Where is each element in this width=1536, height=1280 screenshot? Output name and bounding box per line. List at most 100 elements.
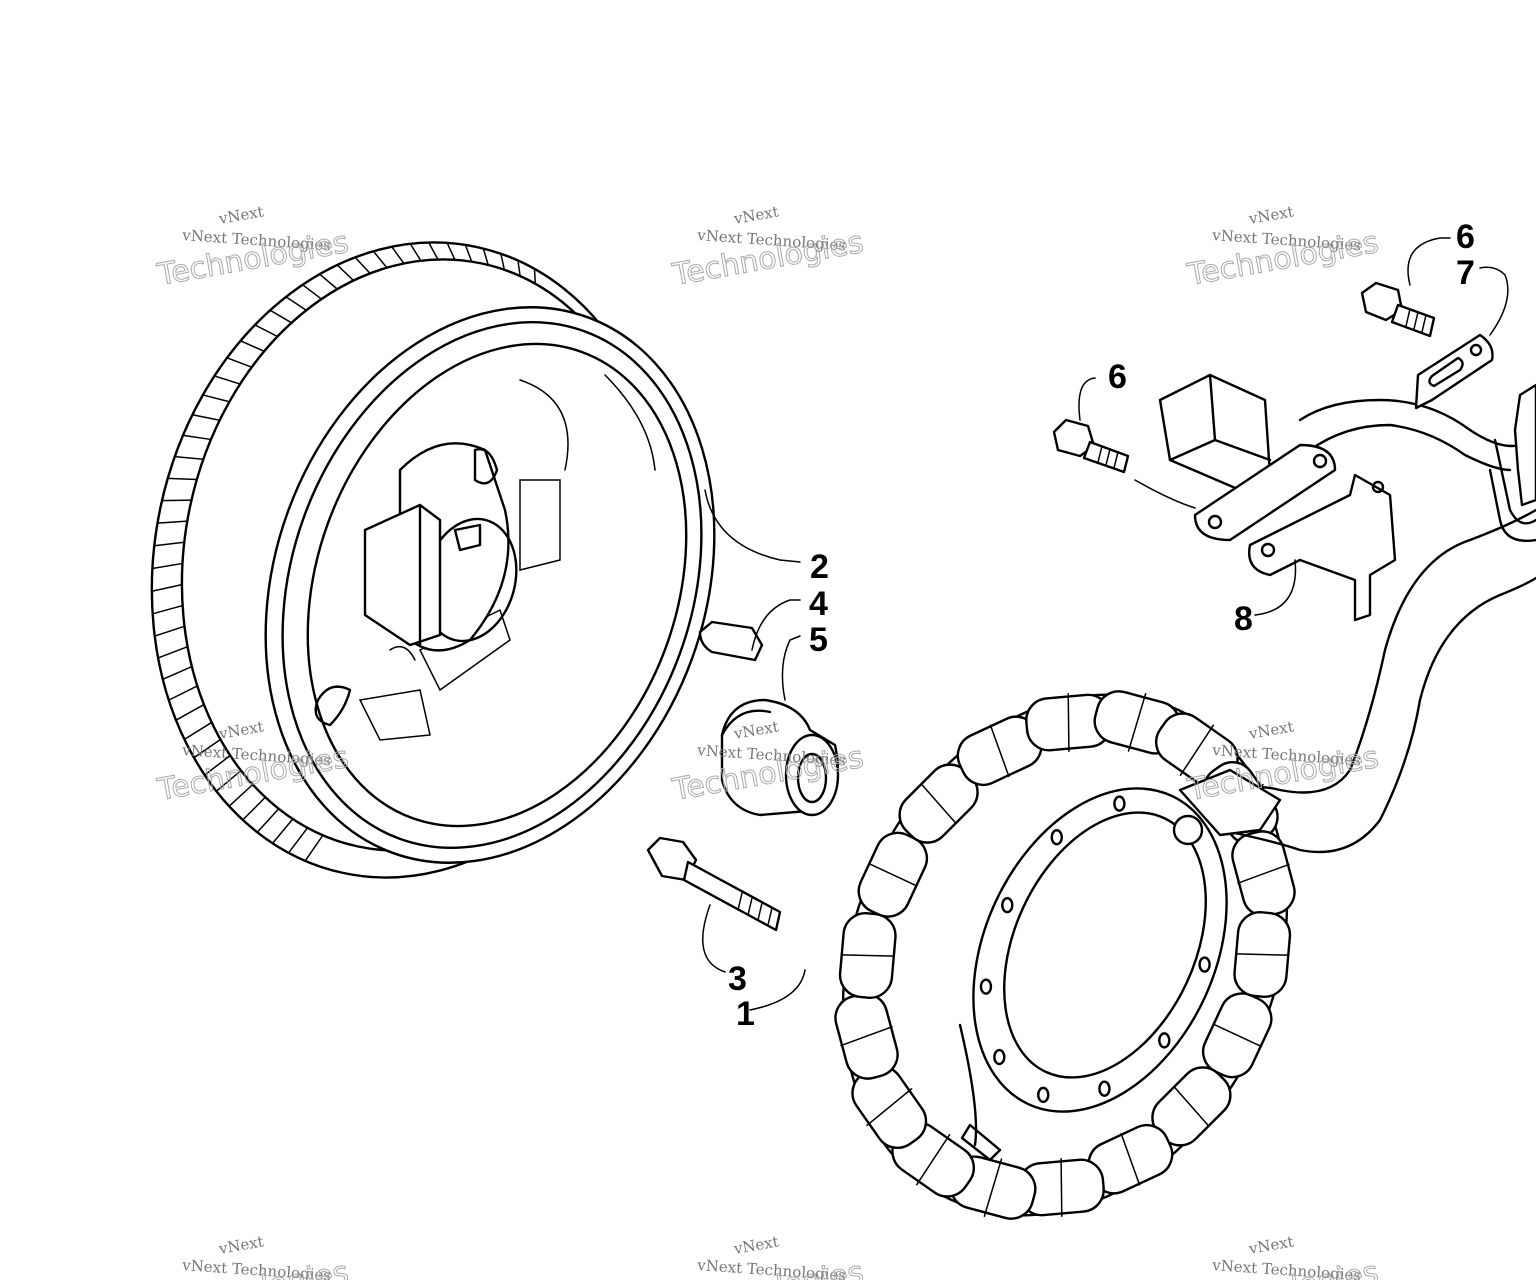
gear-tooth: [182, 434, 212, 441]
gear-tooth: [304, 834, 324, 862]
pole-winding-line: [1120, 1132, 1141, 1186]
gear-tooth: [151, 604, 184, 615]
svg-text:vNext: vNext: [217, 717, 265, 743]
gear-tooth: [151, 562, 184, 570]
gear-tooth: [174, 455, 205, 460]
stator-hole: [1158, 1032, 1171, 1049]
stator-hole: [1113, 795, 1126, 812]
mounting-bracket: [1248, 473, 1397, 622]
gear-tooth: [446, 242, 456, 261]
gear-tooth: [372, 250, 388, 269]
gear-tooth: [500, 253, 506, 271]
pole-winding-line: [1235, 953, 1289, 956]
gear-tooth: [153, 541, 186, 547]
stator-hole: [1001, 896, 1014, 914]
pole-winding-line: [841, 954, 895, 957]
gear-tooth: [271, 818, 294, 845]
gear-tooth: [336, 264, 355, 282]
stator-hole: [993, 1048, 1006, 1066]
gear-tooth: [254, 324, 279, 338]
gear-tooth: [242, 796, 267, 821]
stator-part: [834, 690, 1296, 1220]
gear-tooth: [203, 754, 232, 776]
stator-hole: [1198, 956, 1211, 973]
cable-clamp: [1414, 333, 1494, 410]
gear-tooth: [202, 394, 231, 403]
gear-tooth: [301, 284, 323, 300]
watermark-bl: vNext vNext Technologies Technologies: [154, 1232, 352, 1280]
callout-4: 4: [809, 585, 828, 623]
gear-tooth: [517, 259, 521, 277]
gear-tooth: [156, 520, 189, 524]
gear-tooth: [354, 256, 371, 275]
cap-screw-lower: [1052, 418, 1130, 474]
gear-tooth: [226, 357, 253, 368]
gear-tooth: [287, 827, 309, 854]
svg-text:vNext: vNext: [1247, 717, 1295, 743]
gear-tooth: [409, 243, 422, 262]
gear-tooth: [175, 703, 205, 721]
woodruff-key: [698, 620, 764, 662]
pole-winding-line: [1173, 1086, 1210, 1127]
pole-winding-line: [1179, 724, 1215, 776]
callout-2: 2: [810, 548, 829, 586]
leader-lines: [702, 237, 1509, 1011]
svg-text:vNext: vNext: [1247, 1232, 1295, 1258]
svg-text:vNext: vNext: [217, 202, 265, 228]
callout-3: 3: [728, 960, 747, 998]
callout-6-lower: 6: [1108, 358, 1127, 396]
pole-winding-line: [1237, 863, 1290, 884]
flywheel-part: [150, 241, 716, 879]
gear-tooth: [215, 769, 242, 792]
watermark-br: vNext vNext Technologies Technologies: [1184, 1232, 1382, 1280]
gear-tooth: [482, 247, 489, 266]
pole-winding-line: [989, 724, 1010, 778]
pole-winding-line: [915, 1134, 951, 1186]
ring-gear-teeth: [151, 241, 537, 862]
pole-winding-line: [866, 1088, 913, 1127]
gear-tooth: [183, 721, 213, 741]
pole-winding-line: [920, 783, 957, 824]
pole-winding-line: [1060, 1157, 1063, 1218]
pole-winding-line: [1127, 693, 1147, 752]
pole-winding-line: [1213, 1023, 1261, 1047]
pole-winding-line: [983, 1158, 1003, 1217]
gear-tooth: [153, 625, 186, 637]
pole-winding-line: [1067, 692, 1070, 753]
watermark-tm: vNext vNext Technologies Technologies: [669, 202, 867, 293]
watermark-bm: vNext vNext Technologies Technologies: [669, 1232, 867, 1280]
harness-connector: [1513, 383, 1536, 507]
gear-tooth: [157, 645, 189, 659]
gear-tooth: [285, 296, 307, 312]
gear-tooth: [191, 414, 221, 422]
cap-screw-upper: [1360, 281, 1436, 338]
gear-tooth: [533, 268, 537, 285]
svg-text:vNext: vNext: [732, 1232, 780, 1258]
watermark-tr: vNext vNext Technologies Technologies: [1184, 202, 1382, 293]
watermark-tl: vNext vNext Technologies Technologies: [154, 202, 352, 293]
callout-6-upper: 6: [1456, 218, 1475, 256]
callout-1: 1: [736, 995, 755, 1033]
stator-hole: [1037, 1086, 1050, 1104]
stator-hole: [1098, 1080, 1111, 1097]
pole-winding-line: [840, 1026, 893, 1047]
svg-text:vNext: vNext: [217, 1232, 265, 1258]
callout-7: 7: [1456, 254, 1475, 292]
gear-tooth: [162, 665, 193, 681]
gear-tooth: [228, 783, 254, 807]
gear-tooth: [318, 273, 339, 290]
gear-tooth: [464, 244, 473, 263]
stator-holes: [979, 795, 1211, 1104]
gear-tooth: [391, 246, 405, 265]
gear-tooth: [239, 340, 265, 353]
svg-text:vNext: vNext: [732, 202, 780, 228]
flange-bolt: [646, 836, 782, 932]
gear-tooth: [256, 808, 280, 834]
spacer-part: [720, 698, 840, 817]
regulator-module: [1158, 373, 1337, 542]
gear-tooth: [167, 477, 198, 481]
gear-tooth: [269, 309, 293, 324]
gear-tooth: [193, 738, 222, 759]
stator-hole: [979, 978, 993, 995]
